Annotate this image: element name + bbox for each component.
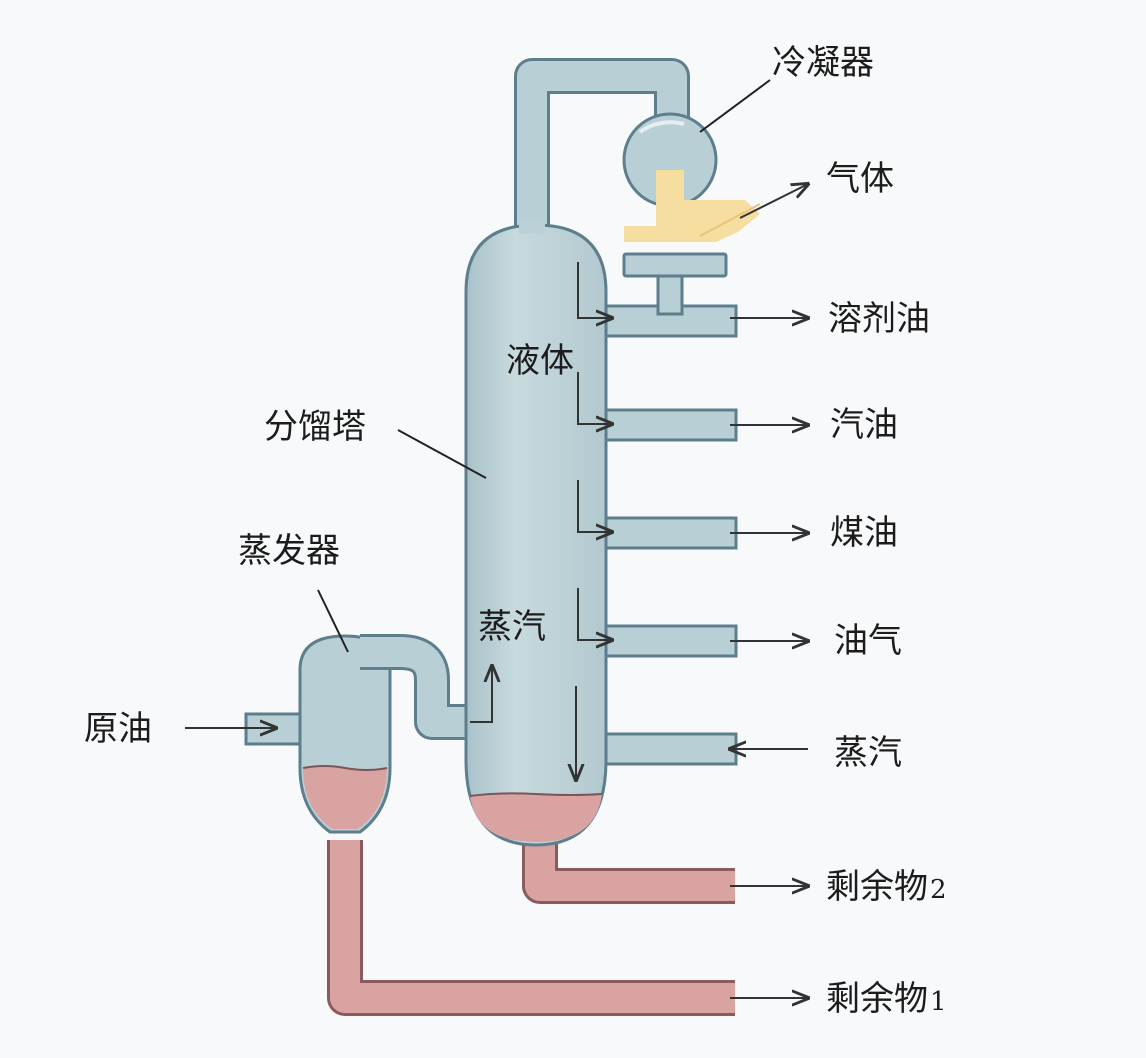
condenser-unit: [622, 112, 761, 316]
label-steam-in: 蒸汽: [834, 733, 902, 773]
label-solvent-oil: 溶剂油: [828, 299, 930, 339]
label-condenser: 冷凝器: [772, 43, 874, 83]
label-residue-2-number: 2: [930, 875, 947, 905]
label-liquid: 液体: [506, 341, 574, 381]
evaporator-vessel: [244, 634, 392, 834]
vapor-transfer-pipe: [360, 634, 480, 740]
residue-pipes: [327, 840, 735, 1016]
label-kerosene: 煤油: [830, 513, 898, 553]
label-crude-oil: 原油: [84, 709, 152, 749]
internal-flow-arrows: [185, 262, 612, 780]
label-residue-1: 剩余物: [826, 979, 928, 1019]
fractionating-column: [464, 222, 608, 847]
label-column: 分馏塔: [264, 407, 366, 447]
output-arrows: [730, 184, 808, 998]
label-residue-2: 剩余物: [826, 867, 928, 907]
label-steam-inside: 蒸汽: [478, 607, 546, 647]
label-gasoline: 汽油: [830, 405, 898, 445]
label-oil-gas: 油气: [834, 621, 902, 661]
leader-lines: [317, 79, 771, 653]
label-evaporator: 蒸发器: [238, 531, 340, 571]
side-draw-pipes: [596, 304, 738, 766]
label-gas: 气体: [826, 159, 894, 199]
label-residue-1-number: 1: [930, 987, 947, 1017]
